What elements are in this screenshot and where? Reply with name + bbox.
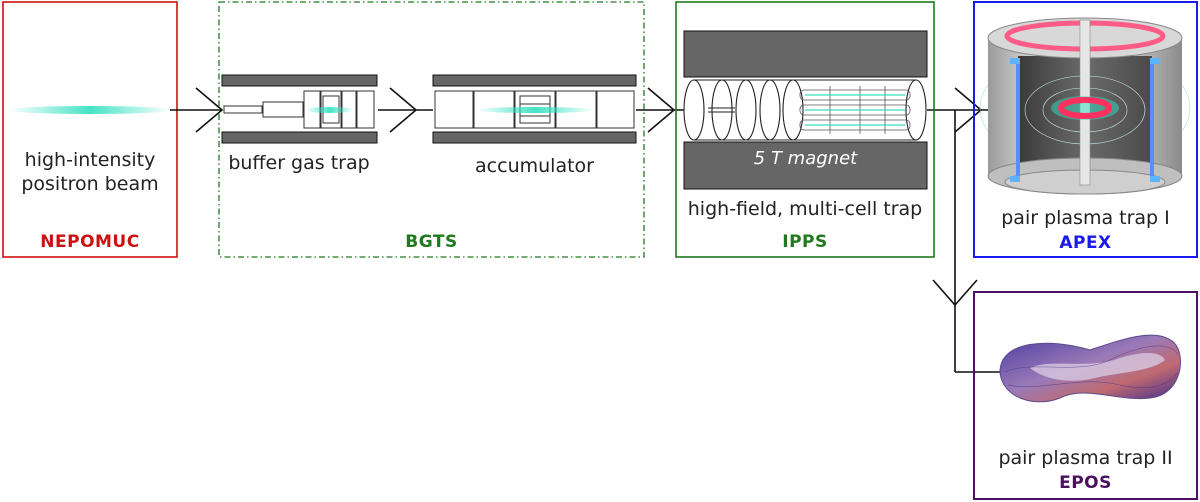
epos-name: EPOS — [1059, 473, 1112, 493]
ipps-name: IPPS — [782, 232, 828, 252]
apex-device — [979, 17, 1191, 195]
apex-trap-label: pair plasma trap I — [1001, 207, 1170, 229]
nepomuc-section — [2, 1, 178, 258]
nepomuc-label-line2: positron beam — [21, 173, 159, 195]
bgts-box — [218, 1, 645, 258]
magnet-bottom — [683, 141, 928, 190]
buffer-gas-trap-label: buffer gas trap — [228, 152, 370, 174]
apex-name: APEX — [1059, 233, 1112, 253]
nepomuc-name: NEPOMUC — [40, 232, 140, 252]
ipps-section — [675, 1, 935, 258]
epos-section — [973, 291, 1198, 500]
buffer-gas-trap — [221, 74, 378, 144]
epos-torus — [999, 334, 1181, 403]
apex-section — [973, 1, 1198, 258]
magnet-label: 5 T magnet — [753, 148, 858, 169]
multi-cell-trap — [683, 79, 927, 141]
accumulator — [432, 74, 637, 144]
nepomuc-label: high-intensity positron beam — [3, 148, 177, 196]
epos-trap-label: pair plasma trap II — [998, 447, 1173, 469]
nepomuc-beam — [8, 106, 172, 114]
magnet-top — [683, 30, 928, 78]
ipps-box — [675, 1, 935, 258]
bgts-section — [218, 1, 645, 258]
nepomuc-box — [2, 1, 178, 258]
beamline — [170, 87, 1030, 373]
multi-cell-trap-label: high-field, multi-cell trap — [687, 198, 923, 220]
apex-box — [973, 1, 1198, 258]
accumulator-label: accumulator — [475, 155, 594, 177]
bgts-name: BGTS — [405, 232, 458, 252]
nepomuc-label-line1: high-intensity — [24, 149, 156, 171]
epos-box — [973, 291, 1198, 500]
